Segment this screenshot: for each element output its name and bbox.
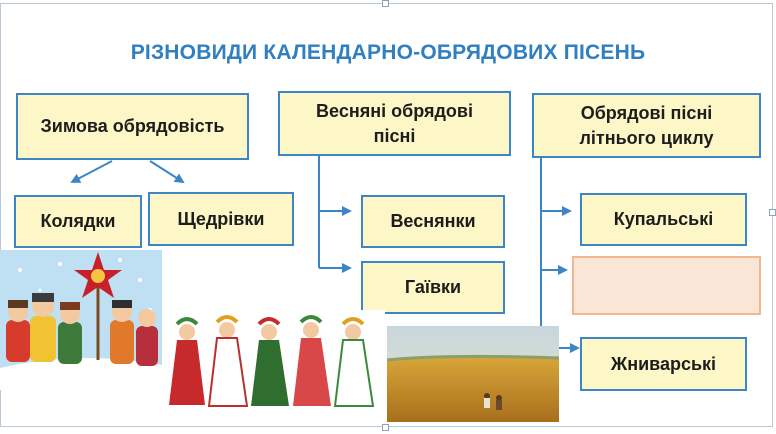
category-spring: Весняні обрядові пісні [278,91,511,156]
wheat-field-photo [387,326,559,422]
arrow-winter-koliadky [72,161,112,182]
node-kupalski: Купальські [580,193,747,246]
category-summer: Обрядові пісні літнього циклу [532,93,761,158]
node-zhnyvarski: Жниварські [580,337,747,391]
category-winter: Зимова обрядовість [16,93,249,160]
node-haivky: Гаївки [361,261,505,314]
node-shchedrivky: Щедрівки [148,192,294,246]
carolers-illustration [0,250,162,390]
node-vesnianky: Веснянки [361,195,505,248]
dancing-girls-illustration [165,310,385,412]
arrow-winter-shchedrivky [150,161,183,182]
node-empty-placeholder [572,256,761,315]
node-koliadky: Колядки [14,195,142,248]
